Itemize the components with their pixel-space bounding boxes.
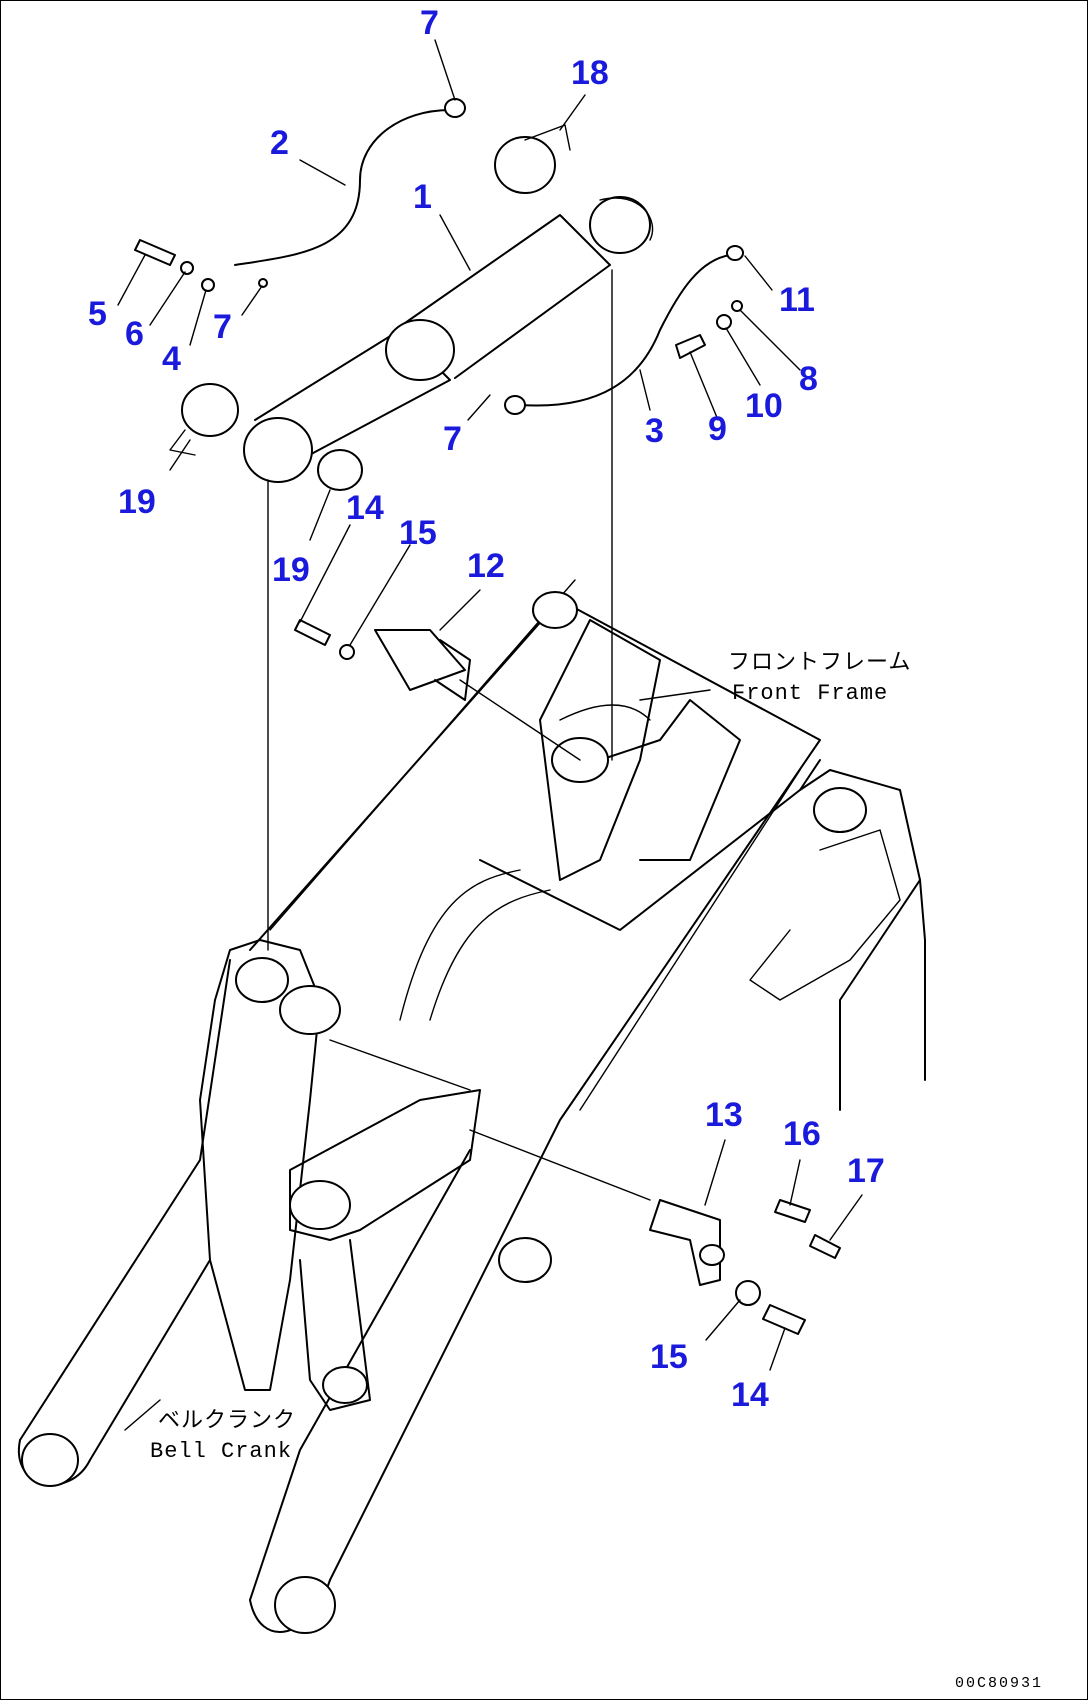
bell-crank bbox=[199, 939, 552, 1411]
callout-7: 7 bbox=[213, 308, 232, 346]
callout-19: 19 bbox=[118, 483, 156, 521]
bell-crank-label-en: Bell Crank bbox=[150, 1439, 293, 1464]
callout-4: 4 bbox=[162, 340, 181, 378]
bell-crank-label-jp: ベルクランク bbox=[158, 1409, 297, 1434]
callout-10: 10 bbox=[745, 387, 783, 425]
callout-7: 7 bbox=[443, 420, 462, 458]
lift-arm-boss-left bbox=[21, 1433, 79, 1487]
front-frame-label-jp: フロントフレーム bbox=[728, 651, 912, 676]
lift-arm-boss-right bbox=[274, 1576, 336, 1634]
leader-lines bbox=[117, 39, 863, 1431]
lift-arm bbox=[17, 579, 821, 1633]
hoses bbox=[234, 98, 744, 415]
callout-6: 6 bbox=[125, 315, 144, 353]
callout-14: 14 bbox=[346, 489, 384, 527]
callout-5: 5 bbox=[88, 295, 107, 333]
callout-3: 3 bbox=[645, 412, 664, 450]
callout-14: 14 bbox=[731, 1376, 769, 1414]
small-hardware bbox=[134, 239, 841, 1335]
front-frame bbox=[399, 591, 926, 1111]
callout-15: 15 bbox=[399, 514, 437, 552]
callout-13: 13 bbox=[705, 1096, 743, 1134]
callout-15: 15 bbox=[650, 1338, 688, 1376]
drawing-number: 00C80931 bbox=[955, 1675, 1044, 1692]
callout-19: 19 bbox=[272, 551, 310, 589]
callout-18: 18 bbox=[571, 54, 609, 92]
callout-9: 9 bbox=[708, 410, 727, 448]
callout-1: 1 bbox=[413, 178, 432, 216]
bushings bbox=[169, 124, 571, 491]
alignment-lines bbox=[267, 269, 651, 1201]
cylinder-assembly bbox=[243, 196, 654, 483]
callout-11: 11 bbox=[779, 281, 815, 319]
callout-17: 17 bbox=[847, 1152, 885, 1190]
callout-2: 2 bbox=[270, 124, 289, 162]
front-frame-label-en: Front Frame bbox=[732, 681, 889, 706]
pins bbox=[374, 629, 725, 1286]
callout-12: 12 bbox=[467, 547, 505, 585]
callout-7: 7 bbox=[420, 4, 439, 42]
callout-16: 16 bbox=[783, 1115, 821, 1153]
callout-8: 8 bbox=[799, 360, 818, 398]
